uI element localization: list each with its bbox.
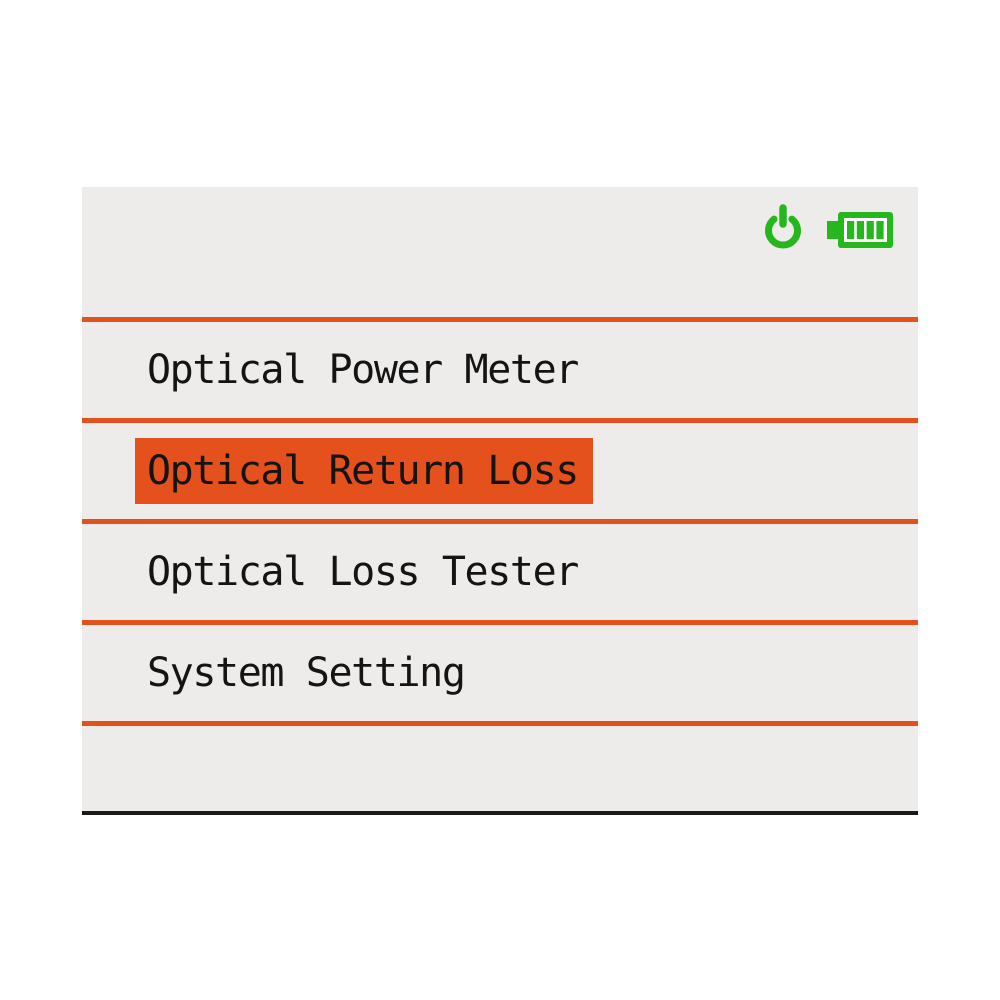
menu-item-optical-power-meter[interactable]: Optical Power Meter [82, 322, 918, 418]
menu-item-label: System Setting [147, 650, 466, 696]
divider-line [82, 519, 918, 524]
status-bar [82, 187, 918, 317]
menu-item-label: Optical Power Meter [147, 347, 579, 393]
menu-item-optical-loss-tester[interactable]: Optical Loss Tester [82, 524, 918, 620]
divider-line [82, 620, 918, 625]
divider-line [82, 721, 918, 726]
battery-icon [827, 212, 893, 248]
divider-line [82, 317, 918, 322]
menu-item-system-setting[interactable]: System Setting [82, 625, 918, 721]
divider-line [82, 418, 918, 423]
menu-item-optical-return-loss[interactable]: Optical Return Loss [82, 423, 918, 519]
menu-item-label: Optical Loss Tester [147, 549, 579, 595]
device-screen-panel: Optical Power Meter Optical Return Loss … [82, 187, 918, 815]
power-icon [761, 202, 805, 250]
menu-item-label: Optical Return Loss [135, 438, 593, 504]
